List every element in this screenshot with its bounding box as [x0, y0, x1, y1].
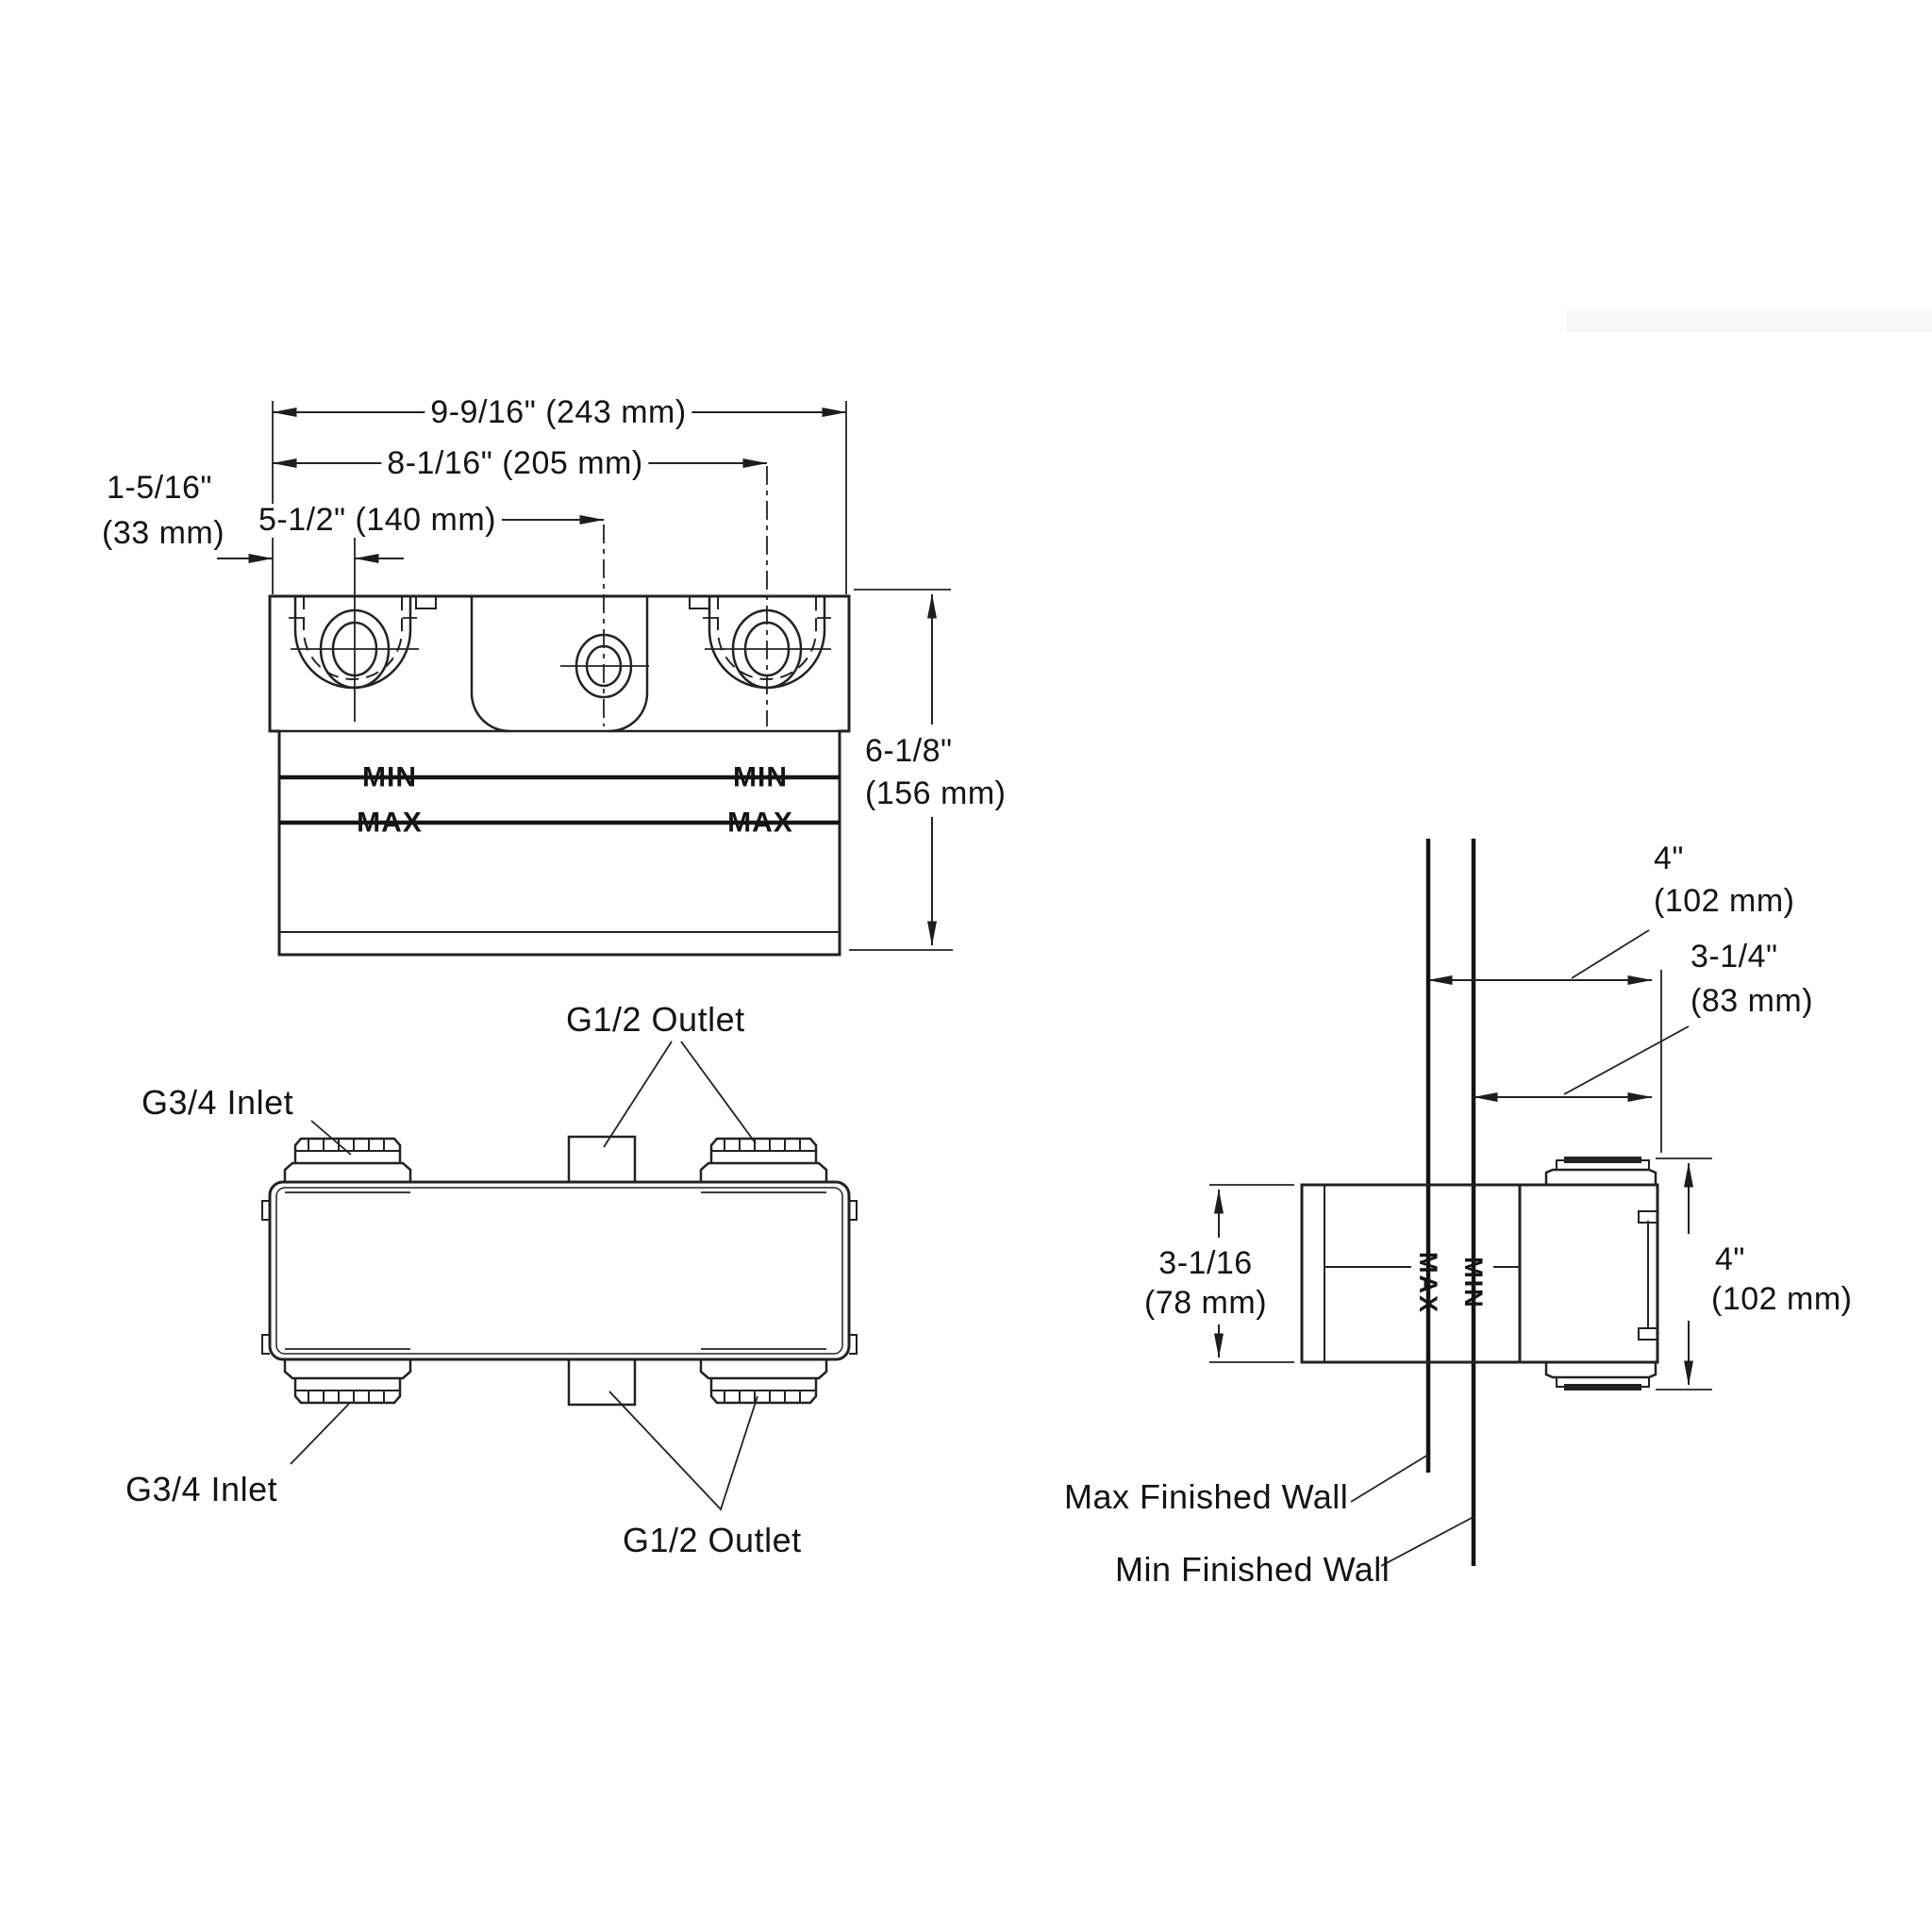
- front-dim-offset-inches: 1-5/16": [107, 470, 212, 506]
- front-dim-height-mm: (156 mm): [859, 776, 1012, 811]
- front-dim-overall-width: 9-9/16" (243 mm): [425, 395, 692, 430]
- front-ports: [319, 608, 803, 699]
- side-min-wall-label: Min Finished Wall: [1115, 1550, 1391, 1589]
- front-dim-center-width: 5-1/2" (140 mm): [253, 503, 502, 538]
- top-outlet-label-lower: G1/2 Outlet: [623, 1521, 802, 1559]
- side-depth-dimensions: [1427, 929, 1690, 1153]
- side-dim-trim-height-inches: 4": [1715, 1241, 1745, 1277]
- side-dim-depth-max-mm: (102 mm): [1654, 883, 1795, 919]
- top-outlet-fitting-upper: [699, 1137, 828, 1182]
- scan-artifact-band: [1566, 311, 1932, 332]
- side-dim-depth-max-inches: 4": [1654, 841, 1684, 876]
- top-inlet-fitting-lower: [283, 1359, 412, 1405]
- top-outlet-tab-upper: [567, 1135, 637, 1182]
- side-outer-body: [1518, 1157, 1659, 1391]
- side-wall-leaders: [1350, 1454, 1474, 1567]
- top-inlet-label-upper: G3/4 Inlet: [142, 1083, 294, 1122]
- side-dim-depth-min-mm: (83 mm): [1690, 983, 1814, 1019]
- side-max-mark: MAX: [1414, 1252, 1443, 1314]
- top-view-leaders: [290, 1041, 758, 1511]
- top-outlet-fitting-lower: [699, 1359, 828, 1405]
- front-max-mark-right: MAX: [727, 807, 793, 839]
- top-body-outline: [268, 1180, 851, 1361]
- top-outlet-tab-lower: [567, 1359, 637, 1407]
- side-dim-depth-min-inches: 3-1/4": [1690, 939, 1778, 974]
- front-max-mark-left: MAX: [357, 807, 423, 839]
- top-inlet-fitting-upper: [283, 1137, 412, 1182]
- top-inlet-label-lower: G3/4 Inlet: [125, 1470, 278, 1508]
- side-dim-roughin-mm: (78 mm): [1138, 1286, 1274, 1321]
- side-view: [1209, 839, 1712, 1567]
- side-dim-trim-height-mm: (102 mm): [1711, 1281, 1853, 1317]
- side-dim-roughin-inches: 3-1/16: [1153, 1246, 1258, 1281]
- top-view: [261, 1041, 858, 1511]
- front-body-outline: [268, 594, 851, 957]
- side-roughin-dim: [1209, 1184, 1294, 1363]
- side-trim-height-dim: [1656, 1158, 1712, 1391]
- side-min-mark: MIN: [1459, 1257, 1489, 1309]
- front-dim-offset-mm: (33 mm): [102, 515, 225, 551]
- top-outlet-label-upper: G1/2 Outlet: [566, 1000, 745, 1039]
- front-dim-height-inches: 6-1/8": [859, 734, 958, 769]
- front-min-mark-left: MIN: [362, 761, 417, 793]
- front-dim-port-width: 8-1/16" (205 mm): [381, 446, 649, 481]
- side-max-wall-label: Max Finished Wall: [1064, 1477, 1349, 1516]
- front-view: [217, 401, 953, 957]
- front-min-mark-right: MIN: [733, 761, 788, 793]
